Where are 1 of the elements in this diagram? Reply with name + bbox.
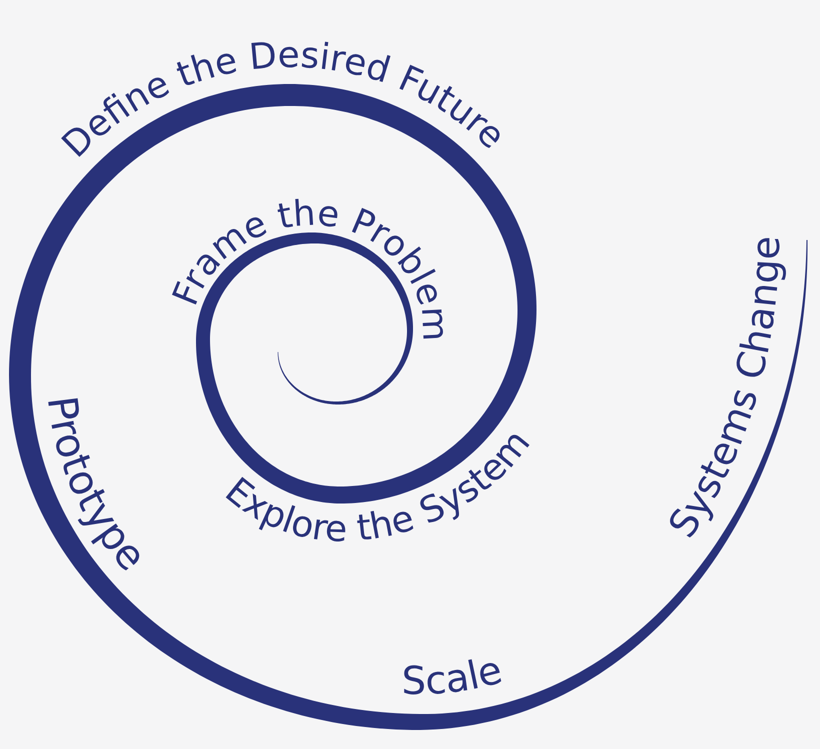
step-label: Scale — [401, 648, 507, 704]
